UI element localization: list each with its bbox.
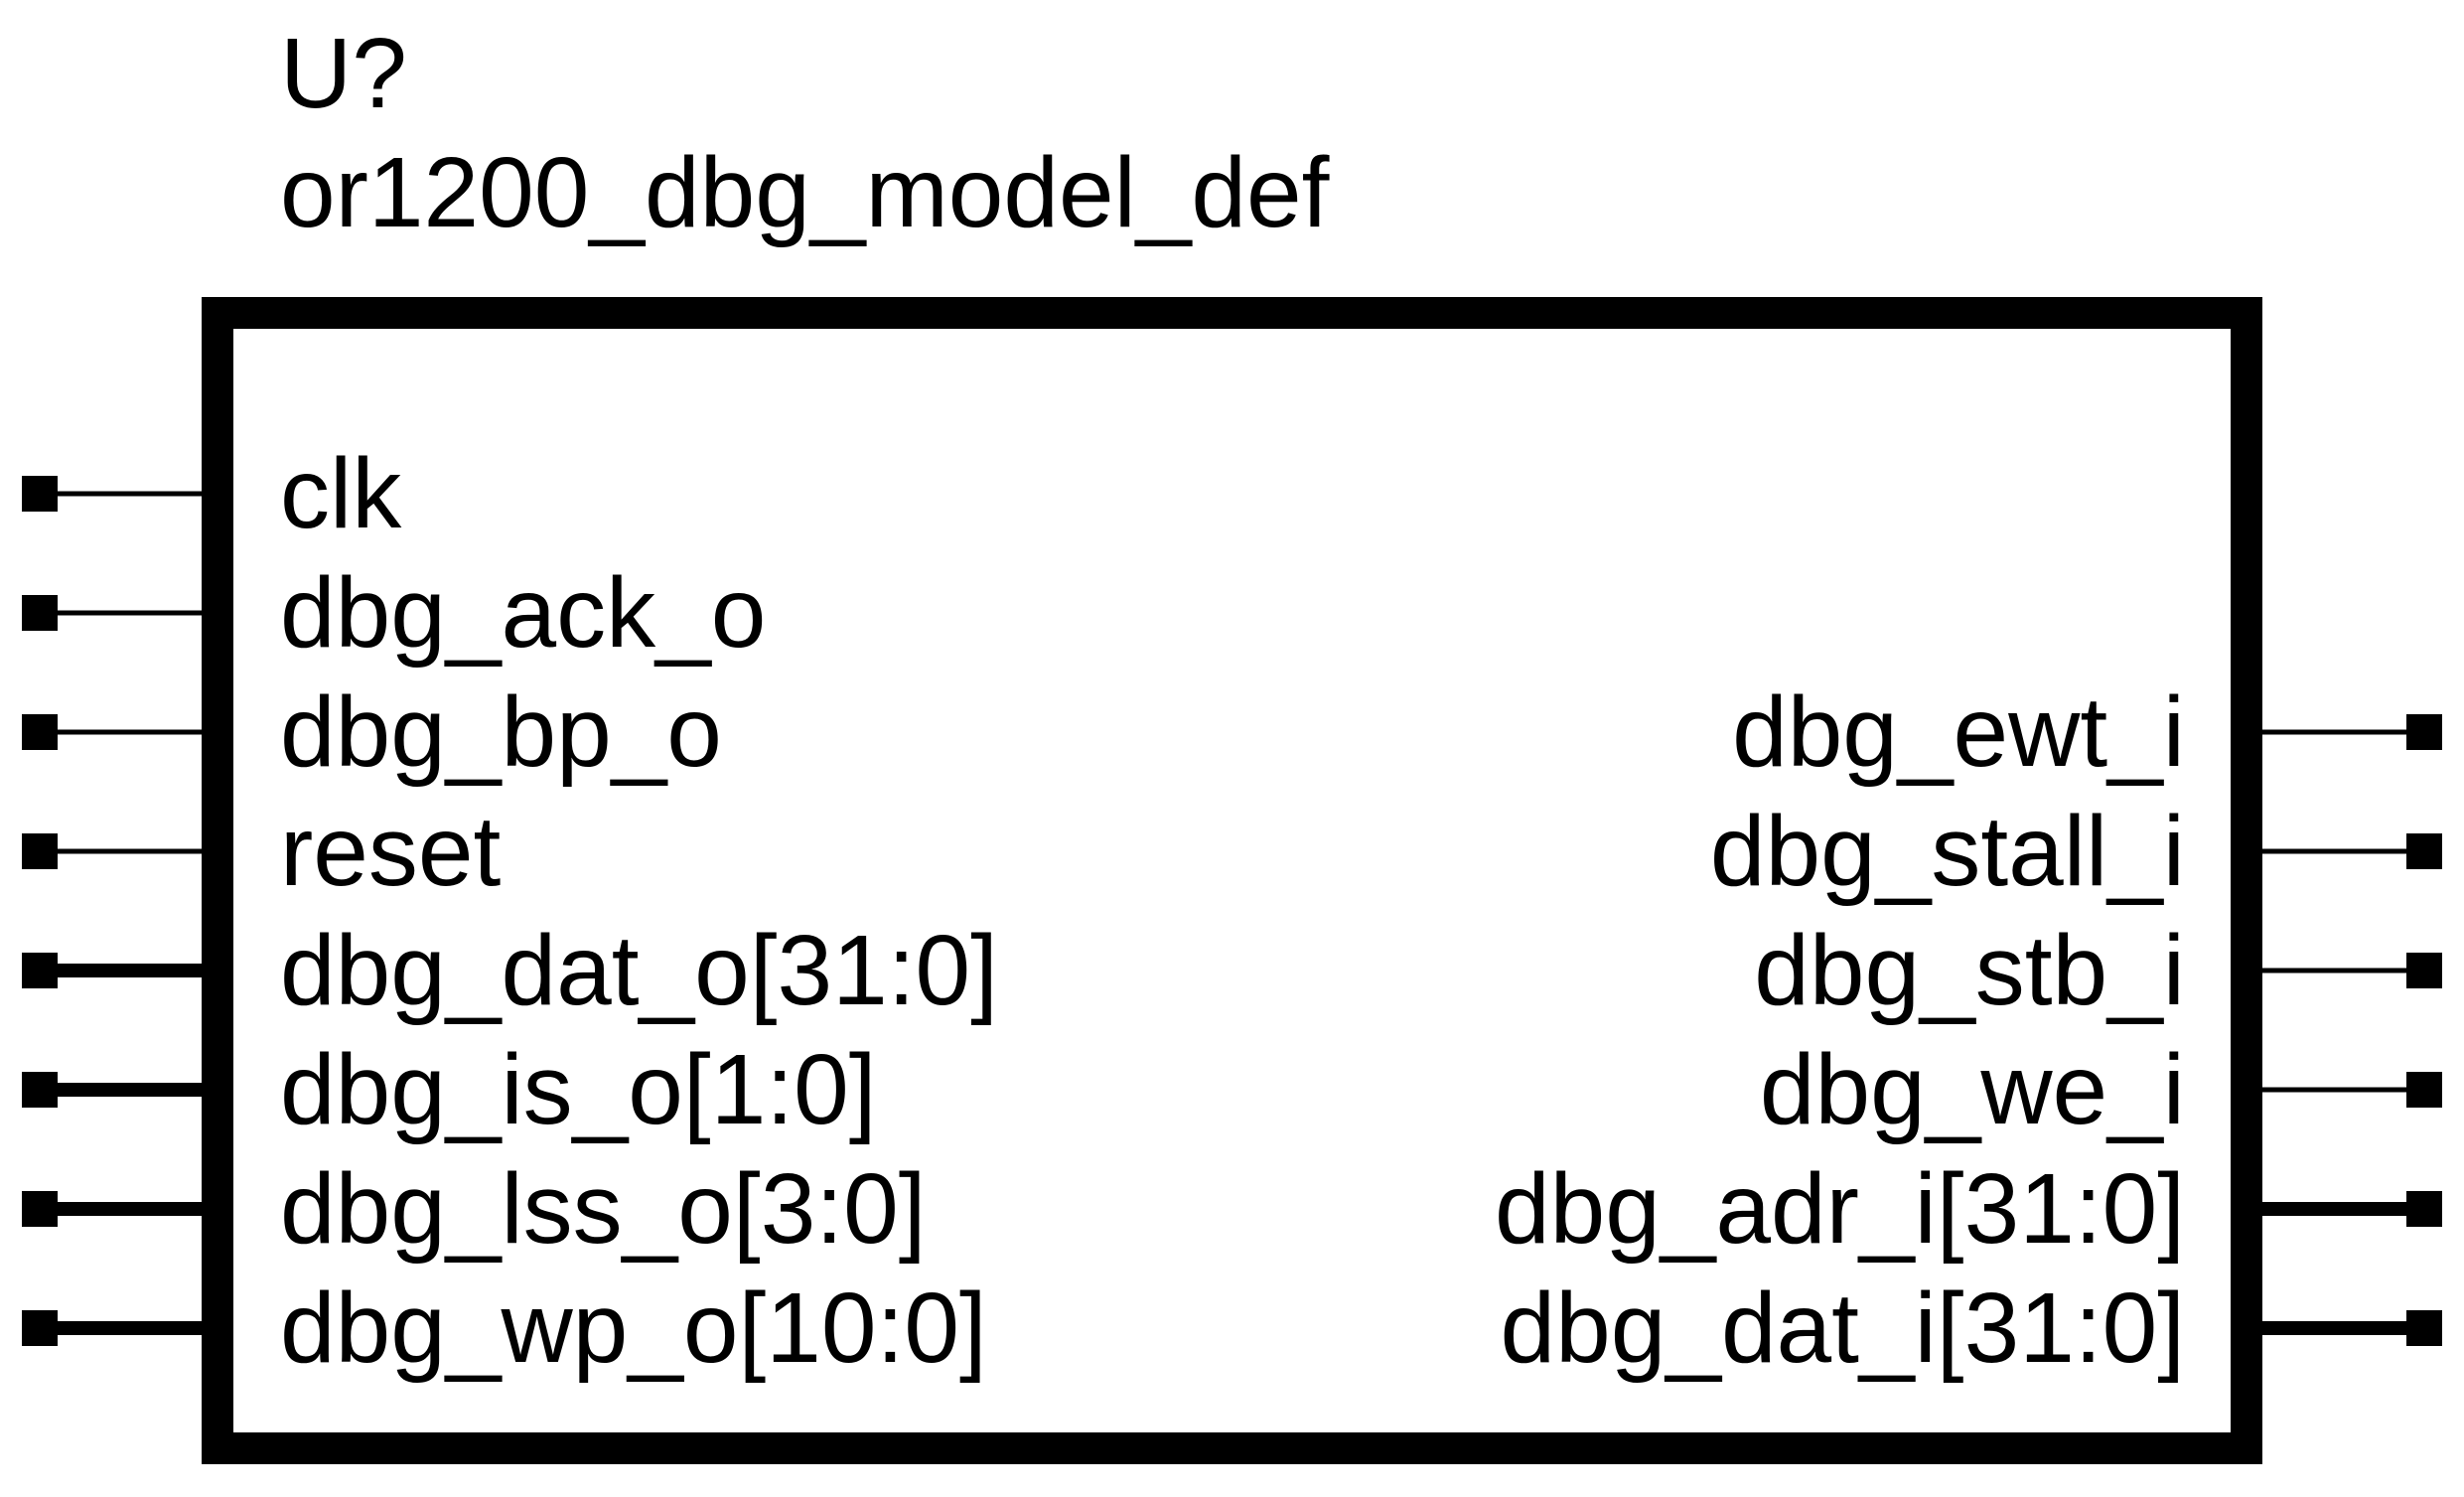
pin-label: dbg_wp_o[10:0]	[280, 1272, 987, 1384]
pin-dbg-dat-o-31-0: dbg_dat_o[31:0]	[22, 915, 998, 1026]
pin-terminal	[2406, 714, 2442, 750]
pin-terminal	[22, 1072, 58, 1108]
pin-terminal	[22, 1310, 58, 1346]
pin-label: dbg_ack_o	[280, 557, 766, 669]
component-designator: U?	[280, 18, 407, 129]
pin-dbg-stb-i: dbg_stb_i	[1754, 915, 2442, 1026]
pin-terminal	[22, 953, 58, 988]
pin-terminal	[2406, 1310, 2442, 1346]
pin-label: clk	[280, 438, 402, 549]
pin-terminal	[22, 714, 58, 750]
left-pins-group: clkdbg_ack_odbg_bp_oresetdbg_dat_o[31:0]…	[22, 438, 998, 1384]
pin-clk: clk	[22, 438, 402, 549]
pin-terminal	[2406, 1072, 2442, 1108]
component-body	[202, 297, 2262, 1464]
pin-dbg-we-i: dbg_we_i	[1760, 1034, 2442, 1145]
pin-terminal	[22, 1191, 58, 1227]
pin-label: dbg_we_i	[1760, 1034, 2185, 1145]
pin-dbg-ewt-i: dbg_ewt_i	[1732, 676, 2442, 788]
pin-terminal	[2406, 833, 2442, 869]
pin-terminal	[2406, 1191, 2442, 1227]
pin-terminal	[2406, 953, 2442, 988]
pin-terminal	[22, 476, 58, 512]
pin-reset: reset	[22, 796, 502, 907]
pin-dbg-stall-i: dbg_stall_i	[1710, 796, 2442, 907]
pin-label: dbg_dat_i[31:0]	[1500, 1272, 2185, 1384]
pin-dbg-adr-i-31-0: dbg_adr_i[31:0]	[1495, 1153, 2442, 1265]
pin-label: dbg_bp_o	[280, 676, 722, 788]
pin-dbg-wp-o-10-0: dbg_wp_o[10:0]	[22, 1272, 987, 1384]
pin-dbg-ack-o: dbg_ack_o	[22, 557, 766, 669]
pin-terminal	[22, 833, 58, 869]
pin-terminal	[22, 595, 58, 631]
pin-dbg-dat-i-31-0: dbg_dat_i[31:0]	[1500, 1272, 2442, 1384]
pin-label: dbg_stb_i	[1754, 915, 2185, 1026]
component-name: or1200_dbg_model_def	[280, 137, 1330, 248]
right-pins-group: dbg_ewt_idbg_stall_idbg_stb_idbg_we_idbg…	[1495, 676, 2442, 1384]
pin-label: reset	[280, 796, 502, 907]
pin-dbg-lss-o-3-0: dbg_lss_o[3:0]	[22, 1153, 927, 1265]
pin-label: dbg_dat_o[31:0]	[280, 915, 998, 1026]
pin-label: dbg_is_o[1:0]	[280, 1034, 877, 1145]
pin-label: dbg_lss_o[3:0]	[280, 1153, 927, 1265]
pin-dbg-bp-o: dbg_bp_o	[22, 676, 722, 788]
pin-label: dbg_ewt_i	[1732, 676, 2185, 788]
pin-dbg-is-o-1-0: dbg_is_o[1:0]	[22, 1034, 877, 1145]
pin-label: dbg_stall_i	[1710, 796, 2185, 907]
pin-label: dbg_adr_i[31:0]	[1495, 1153, 2185, 1265]
